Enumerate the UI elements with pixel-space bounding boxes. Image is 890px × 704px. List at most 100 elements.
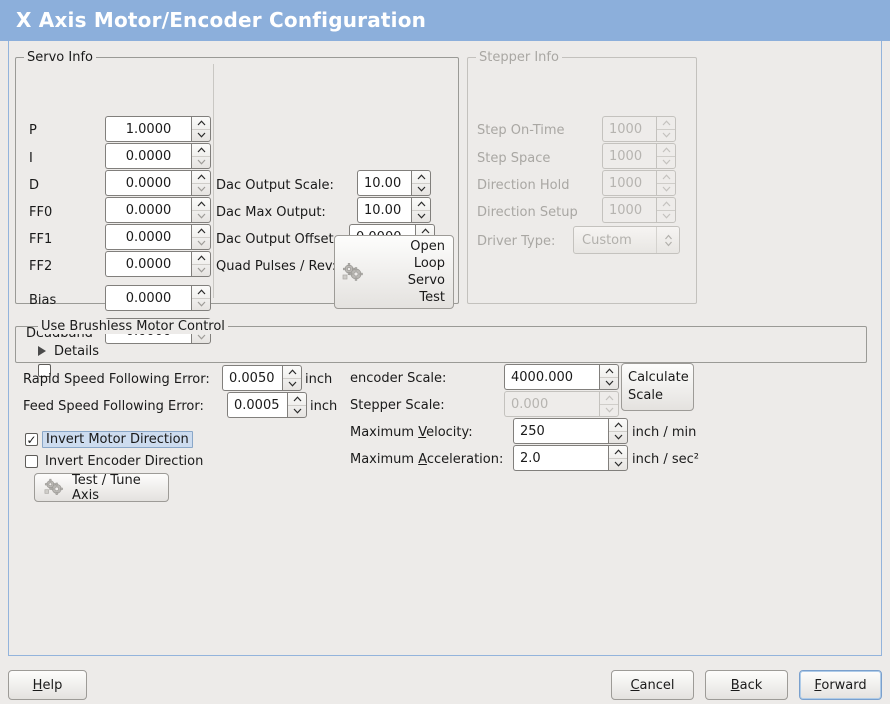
spin-dac-output-scale[interactable]: 10.00 bbox=[357, 170, 431, 196]
spin-d-value[interactable]: 0.0000 bbox=[105, 170, 191, 196]
spin-maximum-acceleration-buttons[interactable] bbox=[608, 445, 628, 471]
spin-down-icon[interactable] bbox=[283, 379, 301, 391]
test-tune-axis-button[interactable]: Test / Tune Axis bbox=[34, 473, 169, 503]
spin-up-icon[interactable] bbox=[288, 393, 306, 406]
calculate-scale-button[interactable]: Calculate Scale bbox=[621, 363, 694, 411]
spin-feed-following-error[interactable]: 0.0005 bbox=[227, 392, 307, 418]
spin-p-value[interactable]: 1.0000 bbox=[105, 116, 191, 142]
spin-up-icon[interactable] bbox=[192, 171, 210, 184]
spin-down-icon[interactable] bbox=[288, 406, 306, 418]
spin-up-icon[interactable] bbox=[412, 171, 430, 184]
label-maximum-acceleration: Maximum Acceleration: bbox=[350, 452, 503, 468]
invert-motor-direction-checkbox[interactable]: ✓ Invert Motor Direction bbox=[25, 431, 193, 448]
spin-up-icon[interactable] bbox=[192, 144, 210, 157]
open-loop-line4: Test bbox=[419, 290, 445, 305]
spin-encoder-scale[interactable]: 4000.000 bbox=[504, 364, 619, 390]
spin-up-icon[interactable] bbox=[609, 446, 627, 459]
details-label[interactable]: Details bbox=[54, 344, 100, 359]
spin-ff1-buttons[interactable] bbox=[191, 224, 211, 250]
spin-up-icon[interactable] bbox=[283, 366, 301, 379]
spin-down-icon bbox=[657, 157, 675, 169]
spin-d[interactable]: 0.0000 bbox=[105, 170, 211, 196]
details-disclosure-icon[interactable] bbox=[38, 346, 46, 356]
spin-up-icon[interactable] bbox=[192, 225, 210, 238]
spin-maximum-velocity[interactable]: 250 bbox=[513, 418, 628, 444]
spin-down-icon[interactable] bbox=[192, 299, 210, 311]
spin-down-icon[interactable] bbox=[412, 211, 430, 223]
checkbox-box[interactable] bbox=[25, 455, 38, 468]
spin-maximum-velocity-value[interactable]: 250 bbox=[513, 418, 608, 444]
spin-d-buttons[interactable] bbox=[191, 170, 211, 196]
spin-down-icon[interactable] bbox=[412, 184, 430, 196]
spin-down-icon[interactable] bbox=[600, 378, 618, 390]
spin-ff1-value[interactable]: 0.0000 bbox=[105, 224, 191, 250]
spin-dac-max-output-buttons[interactable] bbox=[411, 197, 431, 223]
spin-down-icon[interactable] bbox=[609, 459, 627, 471]
spin-dac-output-scale-value[interactable]: 10.00 bbox=[357, 170, 411, 196]
spin-maximum-acceleration-value[interactable]: 2.0 bbox=[513, 445, 608, 471]
spin-up-icon bbox=[657, 117, 675, 130]
spin-i-value[interactable]: 0.0000 bbox=[105, 143, 191, 169]
spin-ff0-value[interactable]: 0.0000 bbox=[105, 197, 191, 223]
forward-button[interactable]: Forward bbox=[799, 670, 882, 700]
spin-feed-following-error-value[interactable]: 0.0005 bbox=[227, 392, 287, 418]
spin-up-icon[interactable] bbox=[609, 419, 627, 432]
spin-encoder-scale-value[interactable]: 4000.000 bbox=[504, 364, 599, 390]
spin-ff2-buttons[interactable] bbox=[191, 251, 211, 277]
spin-ff1[interactable]: 0.0000 bbox=[105, 224, 211, 250]
spin-rapid-following-error-value[interactable]: 0.0050 bbox=[222, 365, 282, 391]
spin-down-icon[interactable] bbox=[192, 265, 210, 277]
checkbox-box[interactable] bbox=[38, 364, 51, 377]
spin-p-buttons[interactable] bbox=[191, 116, 211, 142]
spin-dac-max-output[interactable]: 10.00 bbox=[357, 197, 431, 223]
spin-bias-value[interactable]: 0.0000 bbox=[105, 285, 191, 311]
spin-down-icon[interactable] bbox=[609, 432, 627, 444]
label-step-space: Step Space bbox=[477, 151, 551, 166]
spin-down-icon[interactable] bbox=[192, 157, 210, 169]
spin-rapid-buttons[interactable] bbox=[282, 365, 302, 391]
spin-down-icon[interactable] bbox=[192, 211, 210, 223]
spin-down-icon[interactable] bbox=[192, 332, 210, 344]
spin-maximum-acceleration[interactable]: 2.0 bbox=[513, 445, 628, 471]
spin-p[interactable]: 1.0000 bbox=[105, 116, 211, 142]
spin-dac-max-output-value[interactable]: 10.00 bbox=[357, 197, 411, 223]
spin-maximum-velocity-buttons[interactable] bbox=[608, 418, 628, 444]
spin-ff2-value[interactable]: 0.0000 bbox=[105, 251, 191, 277]
help-button[interactable]: Help bbox=[8, 670, 87, 700]
check-icon: ✓ bbox=[26, 432, 37, 447]
spin-i[interactable]: 0.0000 bbox=[105, 143, 211, 169]
spin-up-icon[interactable] bbox=[192, 286, 210, 299]
checkbox-box[interactable]: ✓ bbox=[25, 433, 38, 446]
spin-down-icon[interactable] bbox=[192, 184, 210, 196]
spin-bias[interactable]: 0.0000 bbox=[105, 285, 211, 311]
spin-direction-hold: 1000 bbox=[602, 170, 676, 196]
servo-group-divider bbox=[213, 64, 214, 298]
spin-encoder-scale-buttons[interactable] bbox=[599, 364, 619, 390]
spin-rapid-following-error[interactable]: 0.0050 bbox=[222, 365, 302, 391]
back-button[interactable]: Back bbox=[705, 670, 788, 700]
spin-down-icon[interactable] bbox=[192, 238, 210, 250]
spin-ff2[interactable]: 0.0000 bbox=[105, 251, 211, 277]
spin-ff0[interactable]: 0.0000 bbox=[105, 197, 211, 223]
open-loop-servo-test-button[interactable]: Open Loop Servo Test bbox=[334, 235, 454, 309]
brushless-checkbox-label: Use Brushless Motor Control bbox=[41, 319, 225, 334]
spin-up-icon[interactable] bbox=[192, 198, 210, 211]
spin-bias-buttons[interactable] bbox=[191, 285, 211, 311]
spin-up-icon[interactable] bbox=[192, 117, 210, 130]
use-brushless-motor-control-checkbox[interactable] bbox=[38, 364, 51, 377]
spin-feed-buttons[interactable] bbox=[287, 392, 307, 418]
spin-ff0-buttons[interactable] bbox=[191, 197, 211, 223]
spin-i-buttons[interactable] bbox=[191, 143, 211, 169]
spin-stepper-scale-value: 0.000 bbox=[504, 391, 599, 417]
cancel-button[interactable]: Cancel bbox=[611, 670, 694, 700]
label-ff2: FF2 bbox=[29, 259, 53, 274]
spin-up-icon[interactable] bbox=[192, 252, 210, 265]
spin-up-icon[interactable] bbox=[412, 198, 430, 211]
spin-step-space-value: 1000 bbox=[602, 143, 656, 169]
invert-motor-direction-label[interactable]: Invert Motor Direction bbox=[42, 431, 193, 448]
spin-dac-output-scale-buttons[interactable] bbox=[411, 170, 431, 196]
invert-encoder-direction-label[interactable]: Invert Encoder Direction bbox=[45, 454, 204, 469]
spin-up-icon[interactable] bbox=[600, 365, 618, 378]
invert-encoder-direction-checkbox[interactable]: Invert Encoder Direction bbox=[25, 454, 203, 469]
spin-down-icon[interactable] bbox=[192, 130, 210, 142]
